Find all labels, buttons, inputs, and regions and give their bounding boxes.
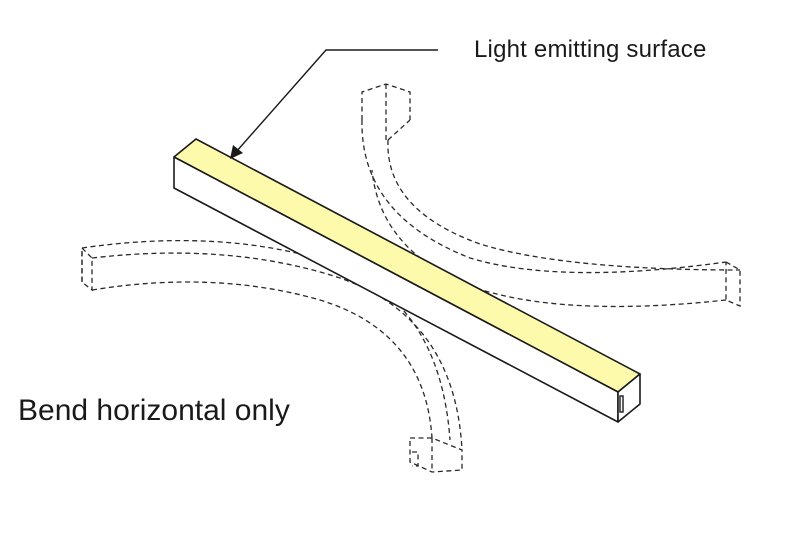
led-strip: [173, 138, 641, 423]
strip-side-face: [173, 156, 619, 423]
label-bend-horizontal-only: Bend horizontal only: [18, 394, 290, 427]
strip-end-slot: [619, 395, 624, 413]
light-emitting-surface: [173, 138, 641, 393]
label-light-emitting-surface: Light emitting surface: [474, 36, 707, 63]
surface-leader-arrow: [230, 49, 438, 159]
